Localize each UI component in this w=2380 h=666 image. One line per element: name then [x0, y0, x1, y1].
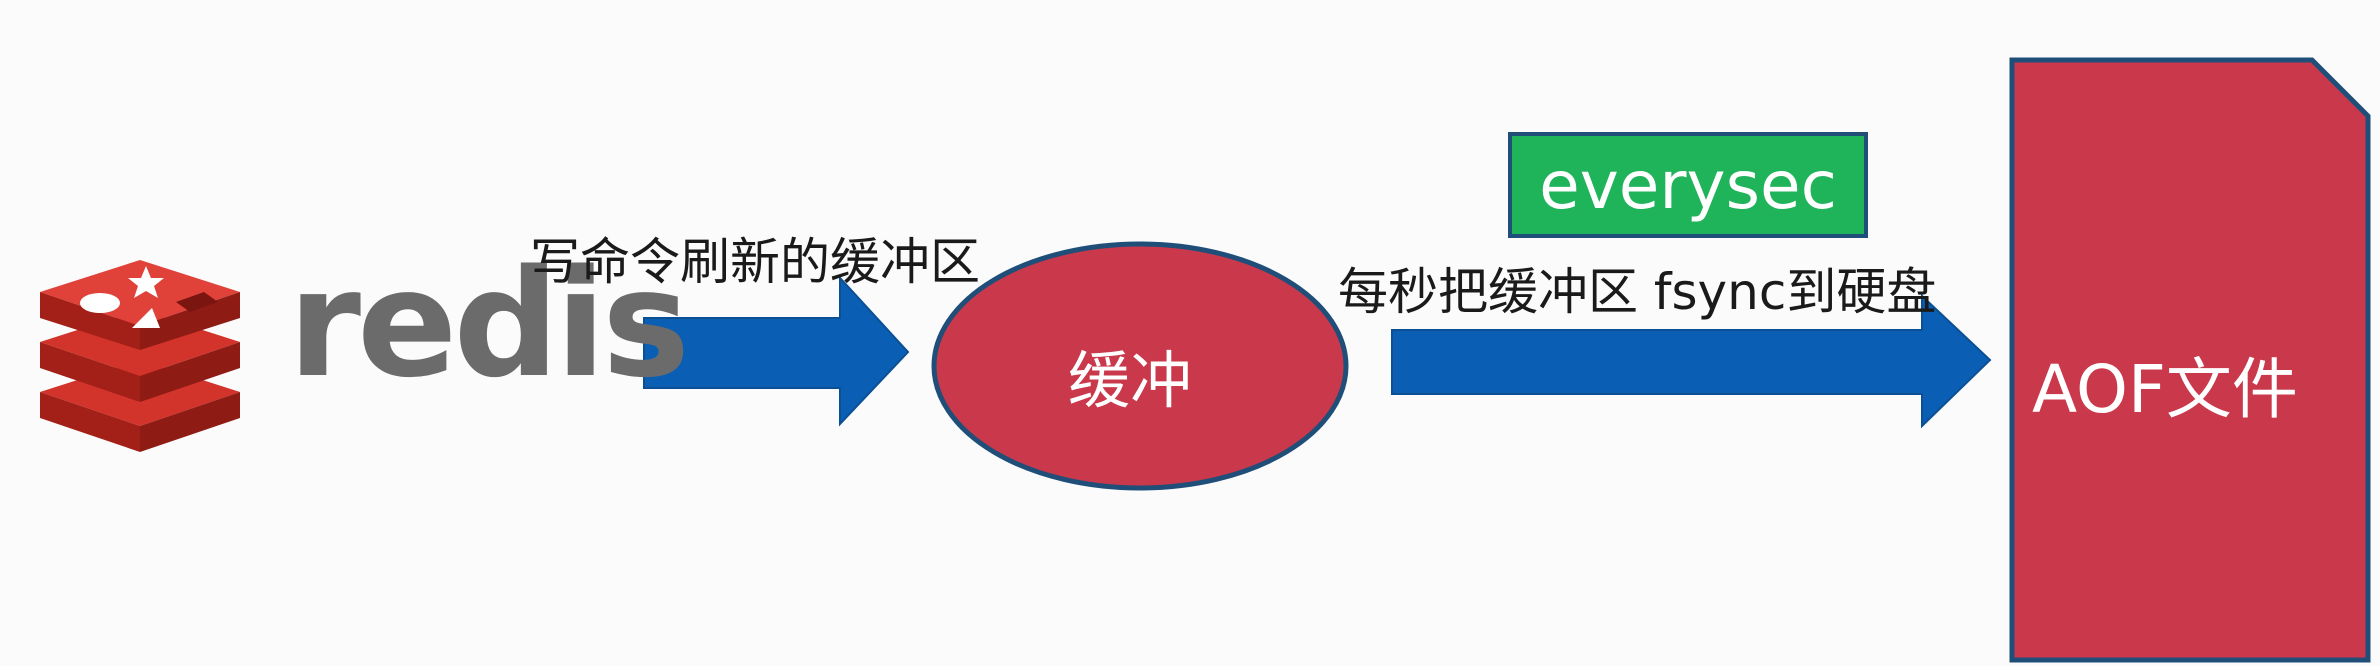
- logo-layer-bottom-left: [40, 392, 140, 452]
- logo-layer-top-right: [140, 292, 240, 350]
- redis-logo-text: redis: [288, 238, 690, 410]
- aof-file-node-label: AOF文件: [2032, 351, 2298, 428]
- everysec-badge-label: everysec: [1539, 146, 1837, 224]
- logo-layer-top-left: [40, 292, 140, 350]
- logo-diamond-icon: [176, 292, 218, 312]
- fsync-arrow: [1391, 293, 1992, 429]
- logo-triangle-icon: [132, 308, 160, 328]
- everysec-badge: everysec: [1508, 132, 1868, 238]
- aof-file-node: [2009, 57, 2371, 663]
- logo-layer-middle-left: [40, 342, 140, 402]
- logo-star-icon: [128, 266, 164, 298]
- buffer-node: [931, 241, 1349, 491]
- redis-logo-icon: [40, 260, 240, 452]
- logo-circle-icon: [80, 293, 120, 313]
- logo-layer-middle-right: [140, 342, 240, 402]
- buffer-node-label: 缓冲: [1068, 344, 1193, 417]
- logo-layer-bottom-right: [140, 392, 240, 452]
- write-arrow-label: 写命令刷新的缓冲区: [530, 233, 980, 291]
- write-arrow: [643, 275, 910, 427]
- fsync-arrow-label: 每秒把缓冲区 fsync到硬盘: [1338, 263, 1937, 321]
